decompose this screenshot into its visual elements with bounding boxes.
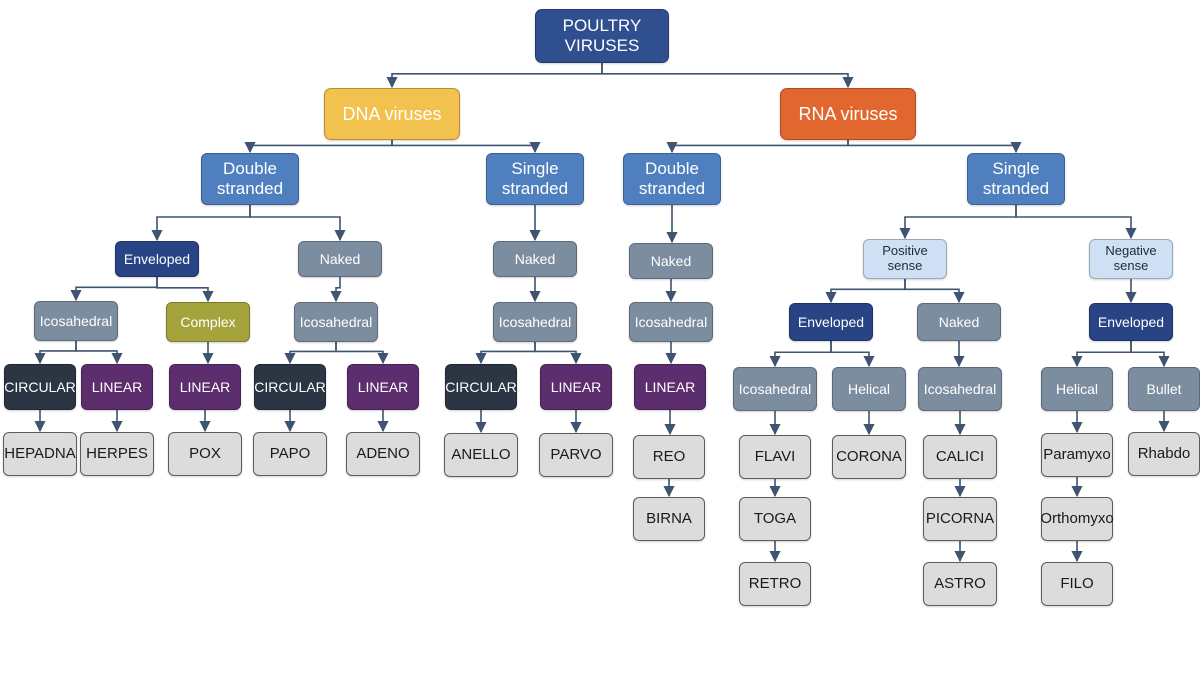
node-toga: TOGA — [739, 497, 811, 541]
node-herpes: HERPES — [80, 432, 154, 476]
connector-dds_env_ico-to-c1 — [34, 341, 77, 365]
node-dss-naked: Naked — [493, 241, 577, 277]
node-neg: Negative sense — [1089, 239, 1173, 279]
node-paramyxo: Paramyxo — [1041, 433, 1113, 477]
connector-dds_env-to-dds_env_cx — [156, 277, 214, 303]
connector-neg_env-to-ne_bul — [1130, 341, 1170, 368]
node-adeno: ADENO — [346, 432, 420, 476]
connector-root-to-dna — [386, 63, 603, 89]
node-l4: LINEAR — [540, 364, 612, 410]
node-dds-naked-ico: Icosahedral — [294, 302, 378, 342]
connector-dds_naked_ico-to-c2 — [284, 342, 337, 365]
connector-dds_env_ico-to-l1 — [75, 341, 123, 365]
node-dna: DNA viruses — [324, 88, 460, 140]
node-dds-naked: Naked — [298, 241, 382, 277]
node-dds-env-ico: Icosahedral — [34, 301, 118, 341]
connector-rna_ss-to-pos — [899, 205, 1017, 240]
connector-root-to-rna — [601, 63, 854, 89]
node-hepadna: HEPADNA — [3, 432, 77, 476]
node-rna-ss: Single stranded — [967, 153, 1065, 205]
connector-dna-to-dna_ds — [244, 140, 393, 154]
connector-dds_naked_ico-to-l3 — [335, 342, 389, 365]
node-pe-hel: Helical — [832, 367, 906, 411]
node-l1: LINEAR — [81, 364, 153, 410]
connector-rna-to-rna_ss — [847, 140, 1022, 154]
node-dna-ds: Double stranded — [201, 153, 299, 205]
node-pos-env: Enveloped — [789, 303, 873, 341]
node-papo: PAPO — [253, 432, 327, 476]
node-birna: BIRNA — [633, 497, 705, 541]
node-retro: RETRO — [739, 562, 811, 606]
node-picorna: PICORNA — [923, 497, 997, 541]
node-l3: LINEAR — [347, 364, 419, 410]
node-rds-naked: Naked — [629, 243, 713, 279]
connector-pos_env-to-pe_ico — [769, 341, 832, 368]
node-dds-env: Enveloped — [115, 241, 199, 277]
node-reo: REO — [633, 435, 705, 479]
node-rna: RNA viruses — [780, 88, 916, 140]
node-c1: CIRCULAR — [4, 364, 76, 410]
node-c2: CIRCULAR — [254, 364, 326, 410]
connector-rna_ss-to-neg — [1015, 205, 1137, 240]
connector-pos_env-to-pe_hel — [830, 341, 875, 368]
node-l5: LINEAR — [634, 364, 706, 410]
node-corona: CORONA — [832, 435, 906, 479]
node-ne-hel: Helical — [1041, 367, 1113, 411]
node-anello: ANELLO — [444, 433, 518, 477]
node-flavi: FLAVI — [739, 435, 811, 479]
node-parvo: PARVO — [539, 433, 613, 477]
connector-pos-to-pos_env — [825, 279, 906, 304]
node-calici: CALICI — [923, 435, 997, 479]
connector-dds_naked-to-dds_naked_ico — [330, 277, 342, 303]
connector-dss_ico-to-l4 — [534, 342, 582, 365]
node-c3: CIRCULAR — [445, 364, 517, 410]
node-filo: FILO — [1041, 562, 1113, 606]
node-pos: Positive sense — [863, 239, 947, 279]
connector-dss_ico-to-c3 — [475, 342, 536, 365]
node-pos-naked: Naked — [917, 303, 1001, 341]
connector-dna_ds-to-dds_env — [151, 205, 251, 242]
connector-neg_env-to-ne_hel — [1071, 341, 1132, 368]
node-pox: POX — [168, 432, 242, 476]
connector-rna-to-rna_ds — [666, 140, 849, 154]
connector-dna-to-dna_ss — [391, 140, 541, 154]
node-dss-ico: Icosahedral — [493, 302, 577, 342]
node-l2: LINEAR — [169, 364, 241, 410]
node-rhabdo: Rhabdo — [1128, 432, 1200, 476]
node-neg-env: Enveloped — [1089, 303, 1173, 341]
connector-dna_ds-to-dds_naked — [249, 205, 346, 242]
node-pn-ico: Icosahedral — [918, 367, 1002, 411]
node-root: POULTRY VIRUSES — [535, 9, 669, 63]
node-rna-ds: Double stranded — [623, 153, 721, 205]
node-dna-ss: Single stranded — [486, 153, 584, 205]
connector-pos-to-pos_naked — [904, 279, 965, 304]
node-dds-env-cx: Complex — [166, 302, 250, 342]
node-rds-ico: Icosahedral — [629, 302, 713, 342]
node-astro: ASTRO — [923, 562, 997, 606]
node-pe-ico: Icosahedral — [733, 367, 817, 411]
node-ne-bul: Bullet — [1128, 367, 1200, 411]
connector-dds_env-to-dds_env_ico — [70, 277, 158, 302]
node-orthomyxo: Orthomyxo — [1040, 497, 1114, 541]
